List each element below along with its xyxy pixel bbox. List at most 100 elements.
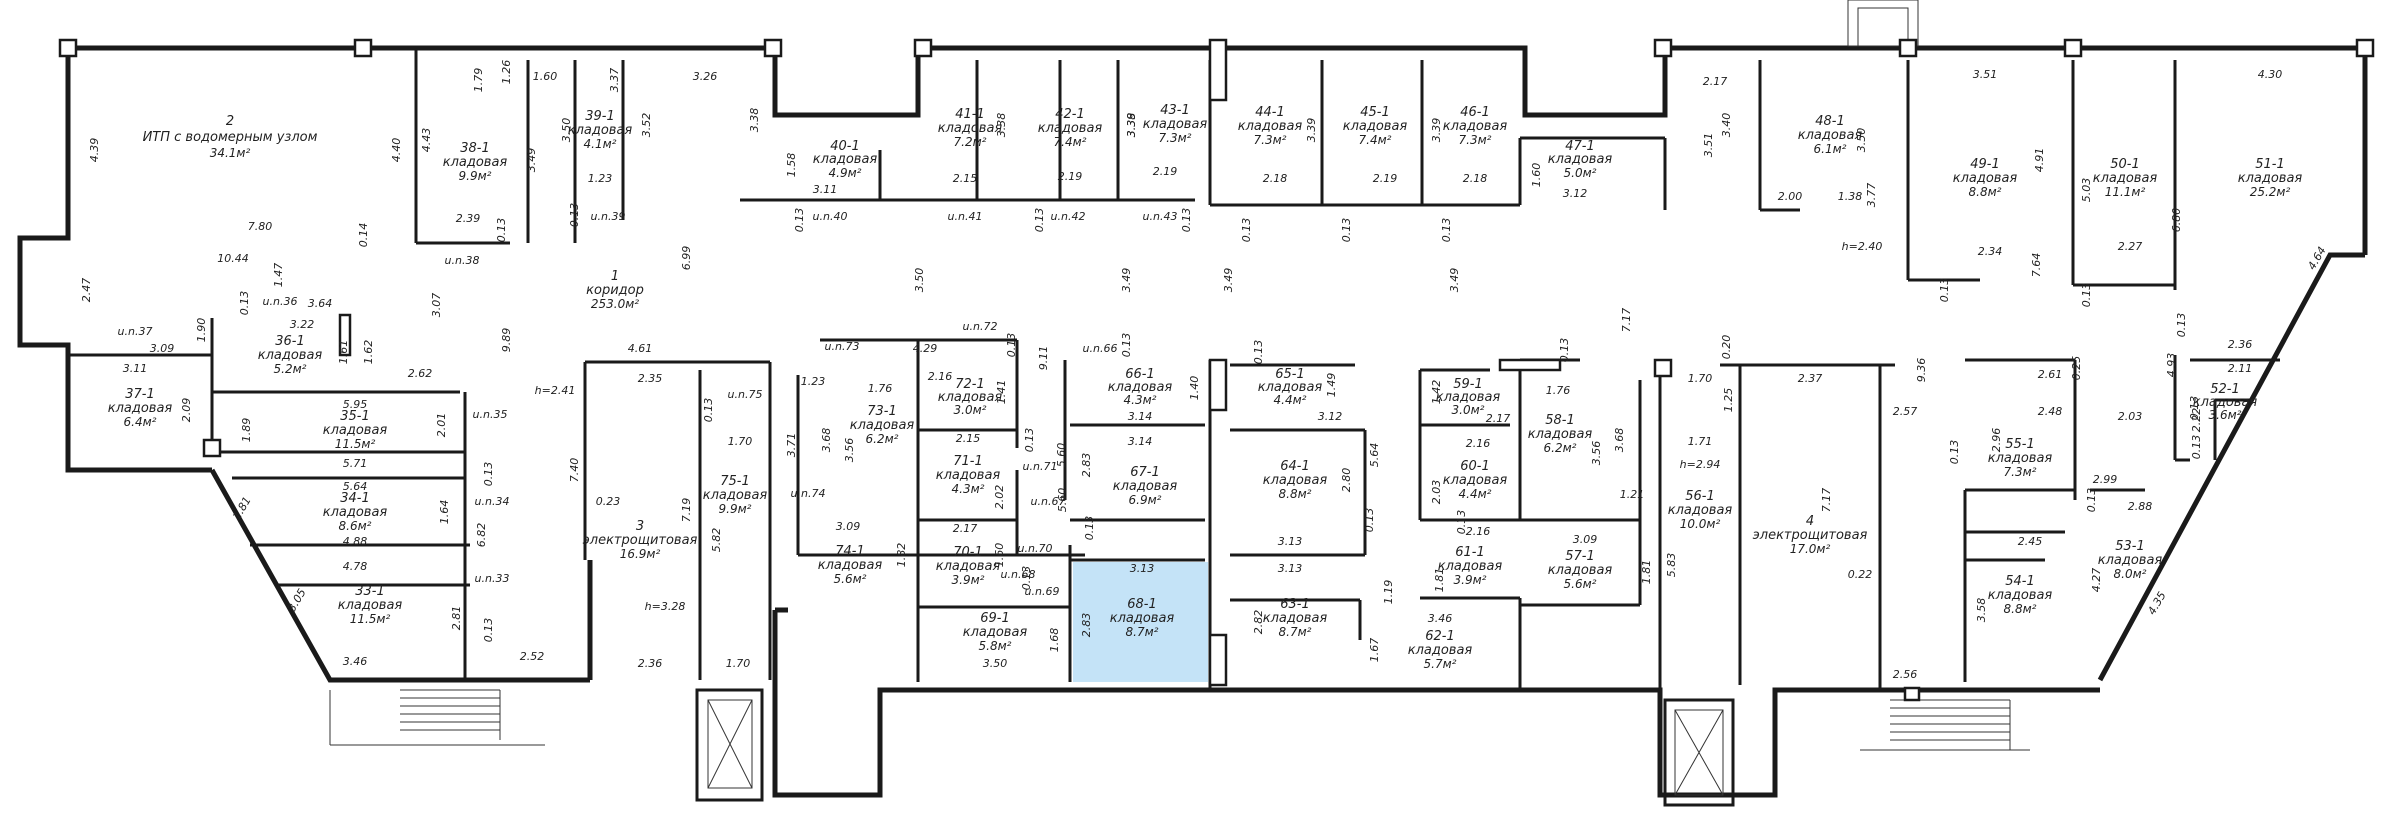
dimension-label: 3.37 bbox=[608, 68, 621, 93]
svg-text:кладовая: кладовая bbox=[1408, 643, 1473, 658]
svg-text:5.6м²: 5.6м² bbox=[1564, 577, 1597, 591]
svg-text:7.2м²: 7.2м² bbox=[954, 135, 987, 149]
dimension-label: 1.67 bbox=[1368, 638, 1381, 663]
dimension-label: 2.48 bbox=[2038, 405, 2063, 418]
svg-text:37-1: 37-1 bbox=[125, 387, 155, 402]
svg-text:кладовая: кладовая bbox=[936, 468, 1001, 483]
dimension-label: 3.12 bbox=[1563, 187, 1588, 200]
svg-text:7.3м²: 7.3м² bbox=[1254, 133, 1287, 147]
dimension-label: 1.82 bbox=[895, 543, 908, 568]
dimension-label: u.n.70 bbox=[1018, 542, 1053, 555]
svg-text:кладовая: кладовая bbox=[1143, 117, 1208, 132]
svg-text:кладовая: кладовая bbox=[443, 155, 508, 170]
dimension-label: 3.64 bbox=[308, 297, 333, 310]
dimension-label: 5.83 bbox=[1665, 553, 1678, 578]
svg-text:кладовая: кладовая bbox=[1548, 152, 1613, 167]
dimension-label: 2.17 bbox=[1703, 75, 1728, 88]
dimension-label: 2.11 bbox=[2228, 362, 2253, 375]
dimension-label: 2.02 bbox=[993, 485, 1006, 510]
svg-text:4.3м²: 4.3м² bbox=[1124, 393, 1157, 407]
dimension-label: 5.82 bbox=[710, 528, 723, 553]
dimension-label: 0.13 bbox=[2188, 396, 2201, 421]
svg-text:38-1: 38-1 bbox=[460, 141, 490, 156]
dimension-label: 0.13 bbox=[1240, 218, 1253, 243]
dimension-label: 3.09 bbox=[836, 520, 861, 533]
dimension-label: 3.11 bbox=[123, 362, 148, 375]
dimension-label: 0.20 bbox=[1720, 335, 1733, 360]
dimension-label: 5.03 bbox=[2080, 178, 2093, 203]
dimension-label: 1.76 bbox=[868, 382, 893, 395]
dimension-label: 2.19 bbox=[1373, 172, 1398, 185]
dimension-label: 4.27 bbox=[2090, 568, 2103, 593]
dimension-label: 3.39 bbox=[1125, 113, 1138, 138]
dimension-label: 2.03 bbox=[1430, 480, 1443, 505]
dimension-label: 1.89 bbox=[240, 418, 253, 443]
dimension-label: 2.81 bbox=[450, 606, 463, 631]
highlighted-room-68-1[interactable] bbox=[1073, 562, 1208, 682]
dimension-label: 4.43 bbox=[420, 128, 433, 153]
dimension-label: 3.49 bbox=[1448, 268, 1461, 293]
dimension-label: 3.13 bbox=[1278, 562, 1303, 575]
dimension-label: 2.16 bbox=[1466, 437, 1491, 450]
svg-text:53-1: 53-1 bbox=[2115, 539, 2145, 554]
dimension-label: 0.25 bbox=[2070, 356, 2083, 381]
dimension-label: 0.13 bbox=[1023, 428, 1036, 453]
dimension-label: 3.38 bbox=[1125, 113, 1138, 138]
svg-text:кладовая: кладовая bbox=[338, 598, 403, 613]
svg-text:кладовая: кладовая bbox=[818, 558, 883, 573]
dimension-label: 2.15 bbox=[953, 172, 978, 185]
svg-text:кладовая: кладовая bbox=[703, 488, 768, 503]
dimension-label: 2.47 bbox=[80, 278, 93, 303]
svg-text:67-1: 67-1 bbox=[1130, 465, 1160, 480]
dimension-label: 2.56 bbox=[1893, 668, 1918, 681]
columns bbox=[58, 38, 2375, 687]
